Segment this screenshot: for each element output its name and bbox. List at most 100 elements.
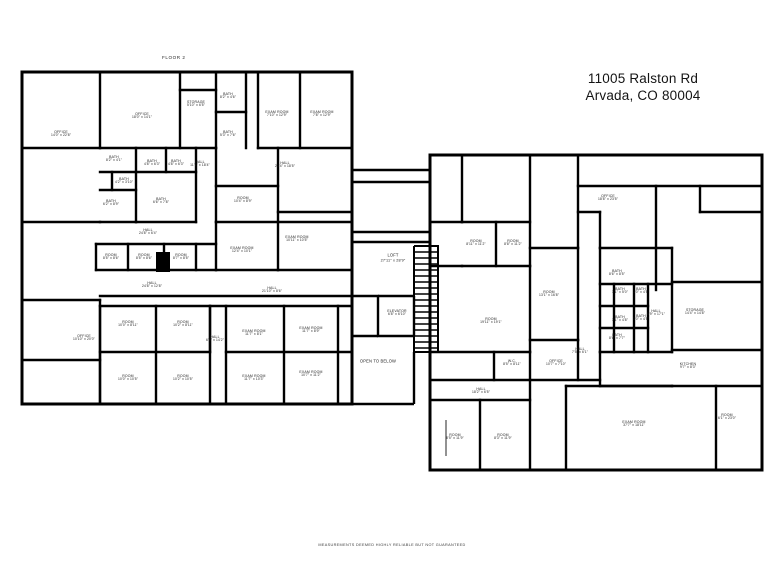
room-name: HALL [575,347,585,351]
room-name: ROOM [177,374,189,378]
room-name: ROOM [543,290,555,294]
room-label: OPEN TO BELOW [360,359,396,365]
room-dimensions: 11'7" x 8'9" [302,329,320,334]
room-dimensions: 3'0" x 4'5" [632,317,650,322]
room-name: ROOM [485,317,497,321]
room-dimensions: 11'7" x 10'3" [244,377,264,382]
room-dimensions: 7'5" x 6'1" [571,350,589,355]
room-name: ROOM [175,253,187,257]
room-dimensions: 37'7" x 18'11" [623,423,645,428]
room-name: OFFICE [601,194,615,198]
room-dimensions: 10'7" x 7'10" [545,362,567,367]
room-name: KITCHEN [679,362,697,366]
room-dimensions: 23'4" x 18'5" [274,164,296,169]
room-dimensions: 5'9" x 17'1" [646,312,666,317]
measurement-disclaimer: MEASUREMENTS DEEMED HIGHLY RELIABLE BUT … [318,543,466,547]
room-name: ROOM [105,253,117,257]
room-dimensions: 8'5" x 8'11" [503,362,521,367]
room-name: EXAM ROOM [265,110,289,114]
room-dimensions: 12'4" x 10'1" [231,249,253,254]
room-name: OFFICE [549,359,563,363]
room-dimensions: 8'6" x 7'7" [608,336,626,341]
room-name: BATH [612,333,622,337]
room-name: EXAM ROOM [299,370,323,374]
room-name: BATH [109,155,119,159]
room-dimensions: 10'10" x 20'0" [72,337,96,342]
room-dimensions: 8'5" x 11'9" [446,436,464,441]
room-dimensions: 8'6" x 8'5" [608,272,626,277]
room-name: HALL [267,286,277,290]
window-marks [21,71,763,471]
floor-level-label: FLOOR 2 [162,55,186,60]
room-name: EXAM ROOM [230,246,254,250]
room-name: ROOM [470,239,482,243]
floor-plan-walls [20,70,764,472]
room-dimensions: 10'11" x 10'5" [286,238,308,243]
room-name: HALL [210,335,220,339]
room-name: OFFICE [77,334,91,338]
room-dimensions: 11'1" x 18'4" [190,163,210,168]
room-name: ROOM [138,253,150,257]
room-name: ROOM [237,196,249,200]
room-dimensions: 3'1" x 4'8" [611,318,629,323]
room-dimensions: 3'1" x 5'0" [611,290,629,295]
room-dimensions: 4'8" x 6'3" [167,162,185,167]
staircase [413,245,439,353]
room-name: ROOM [122,320,134,324]
room-name: OFFICE [135,112,149,116]
room-name: EXAM ROOM [242,374,266,378]
room-name: ROOM [122,374,134,378]
room-dimensions: 3'0" x 4'5" [632,290,650,295]
room-dimensions: 18'8" x 23'5" [597,197,619,202]
room-dimensions: 21'10" x 8'6" [261,289,283,294]
room-dimensions: 14'0" x 22'8" [50,133,72,138]
room-dimensions: 10'0" x 10'5" [117,377,139,382]
room-dimensions: 10'4" x 8'9" [233,199,253,204]
room-dimensions: 8'3" x 11'9" [494,436,512,441]
room-dimensions: 13'1" x 16'8" [538,293,560,298]
room-name: EXAM ROOM [242,329,266,333]
room-name: HALL [147,281,157,285]
room-name: EXAM ROOM [622,420,646,424]
room-dimensions: 10'0" x 8'11" [118,323,138,328]
room-dimensions: 18'2" x 6'5" [471,390,491,395]
room-dimensions: 5'3" x 7'6" [219,133,237,138]
address-city-state-zip: Arvada, CO 80004 [585,88,701,103]
room-dimensions: 10'2" x 8'11" [173,323,193,328]
room-dimensions: 6'1" x 23'0" [717,416,737,421]
room-dimensions: 19'11" x 19'1" [480,320,502,325]
room-name: HALL [476,387,486,391]
room-dimensions: 8'2" x 4'6" [219,95,237,100]
room-name: EXAM ROOM [299,326,323,330]
